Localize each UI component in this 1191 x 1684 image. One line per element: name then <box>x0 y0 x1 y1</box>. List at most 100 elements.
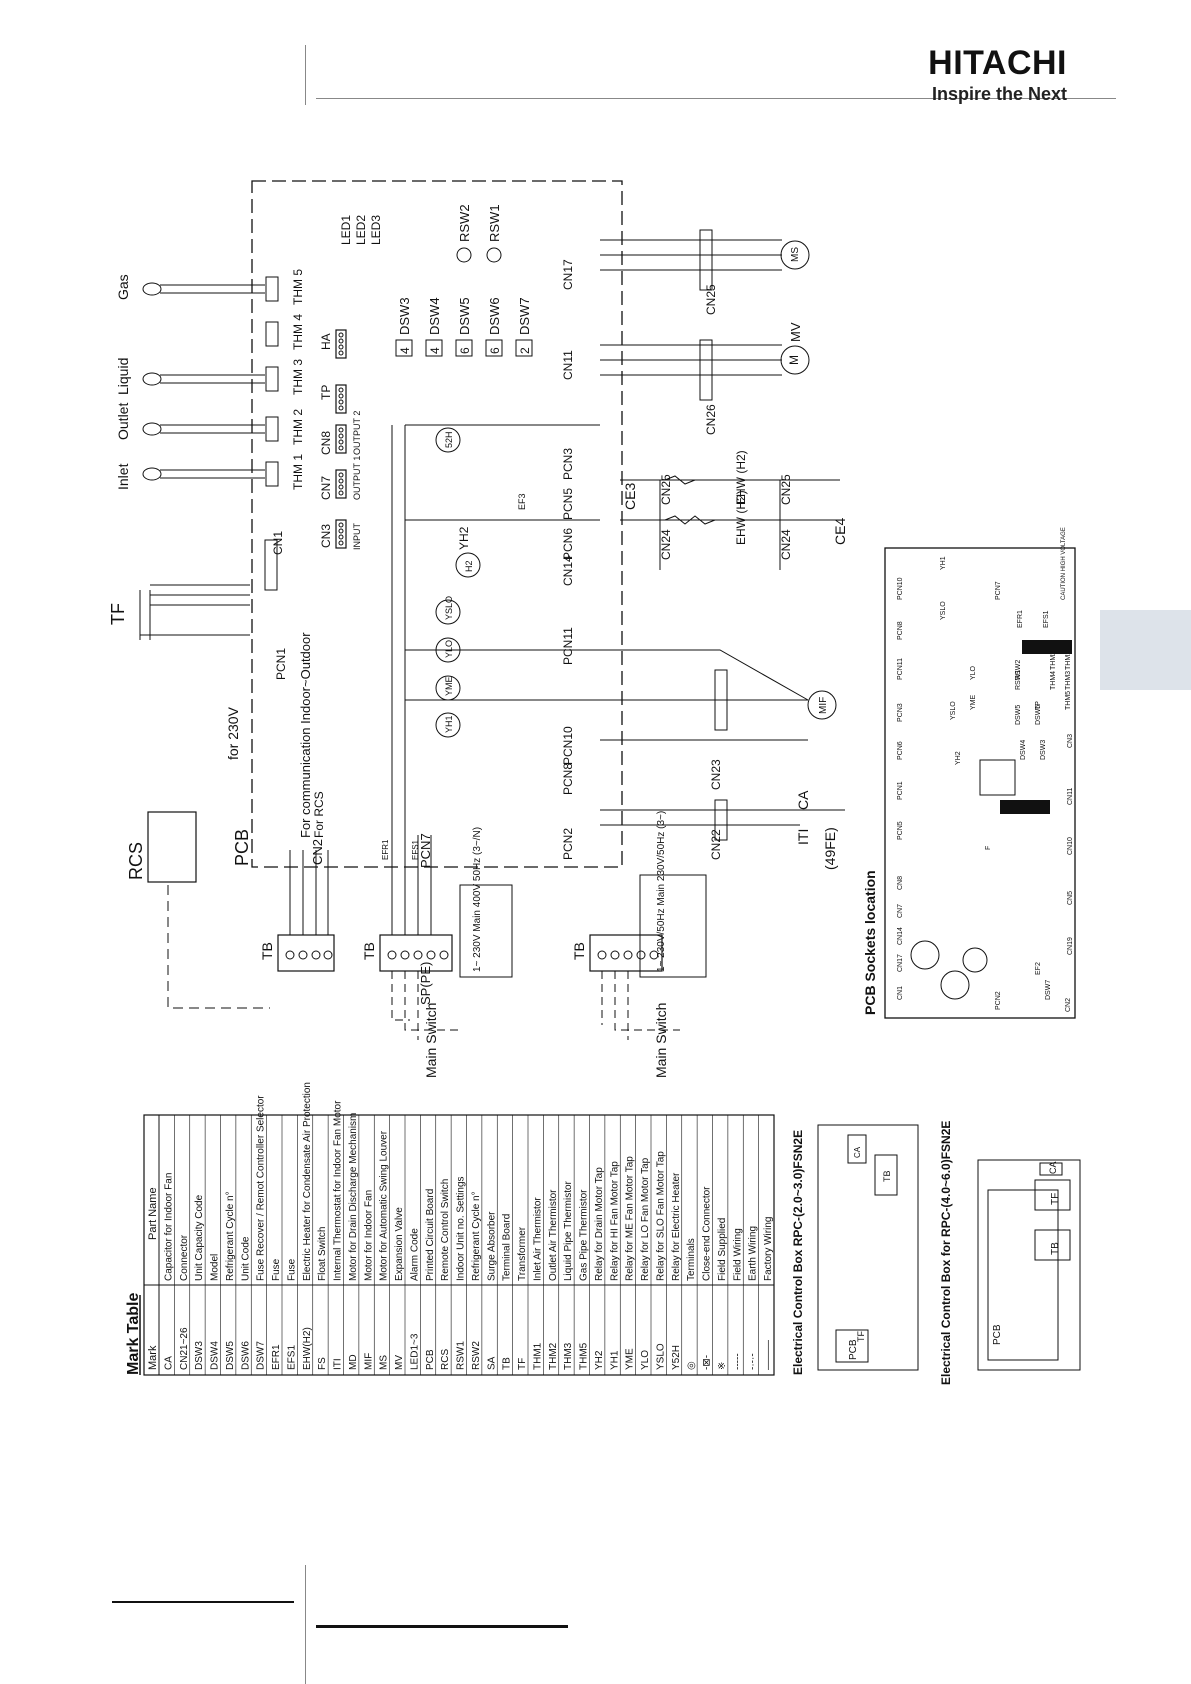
thm2-label: THM 2 <box>291 409 305 445</box>
yslo-relay: YSLO <box>444 596 454 620</box>
pcn6-label: PCN6 <box>561 528 575 560</box>
transformer-symbol <box>139 590 151 640</box>
thermistors: Inlet Outlet Liquid Gas THM 1 THM 2 THM … <box>115 269 305 490</box>
pcb-socket-label: CN3 <box>1067 734 1074 748</box>
power-field-wiring-2 <box>601 971 680 1040</box>
box2-pcb: PCB <box>992 1324 1003 1345</box>
table-cell-mark: THM2 <box>548 1342 559 1370</box>
table-cell-part: Relay for ME Fan Motor Tap <box>625 1156 636 1281</box>
table-cell-mark: RCS <box>440 1349 451 1370</box>
pcn7-label: PCN7 <box>418 833 433 868</box>
dsw3-value: 4 <box>398 347 412 354</box>
table-cell-part: Terminals <box>686 1238 697 1281</box>
pcb-socket-label: PCN3 <box>897 703 904 722</box>
pcb-label: PCB <box>232 829 252 866</box>
cn22-connector <box>714 799 728 841</box>
efr1-label: EFR1 <box>381 839 390 860</box>
tp-label: TP <box>319 385 333 400</box>
pcb-socket-label: EF2 <box>1035 962 1042 975</box>
ehw-label-1: EHW (H2) <box>734 490 748 545</box>
cn3-label: CN3 <box>319 524 333 548</box>
rcs-box <box>147 811 197 883</box>
iti-label: ITI <box>795 829 811 845</box>
pcb-socket-label: CN14 <box>897 927 904 945</box>
box2-title: Electrical Control Box for RPC-(4.0~6.0)… <box>939 1121 953 1385</box>
table-cell-part: Relay for HI Fan Motor Tap <box>609 1161 620 1281</box>
tb-power: TB <box>361 934 453 972</box>
control-box-2: Electrical Control Box for RPC-(4.0~6.0)… <box>939 1121 1081 1385</box>
pcn3-label: PCN3 <box>561 448 575 480</box>
ehw-label-2: EHW (H2) <box>734 450 748 505</box>
pcb-socket-label: YH1 <box>940 556 947 570</box>
table-cell-mark: YSLO <box>655 1343 666 1370</box>
pcb-socket-label: CN5 <box>1067 891 1074 905</box>
col-part-header: Part Name <box>147 1187 159 1240</box>
table-cell-part: Electric Heater for Condensate Air Prote… <box>302 1082 313 1281</box>
box1-tf: TF <box>856 1331 866 1342</box>
rcs-label: RCS <box>126 842 146 880</box>
main-switch-label-1: Main Switch <box>423 1003 439 1078</box>
dsw5-value: 6 <box>458 347 472 354</box>
table-cell-mark: RSW2 <box>471 1341 482 1370</box>
pcn1-label: PCN1 <box>274 648 288 680</box>
pcb-socket-label: CN7 <box>897 904 904 918</box>
pcb-socket-label: CN8 <box>897 876 904 890</box>
thm3-label: THM 3 <box>291 359 305 395</box>
pcb-socket-label: RSW1 <box>1015 670 1022 690</box>
table-cell-part: Internal Thermostat for Indoor Fan Motor <box>333 1100 344 1281</box>
pcb-socket-label: CN11 <box>1067 788 1074 805</box>
table-cell-mark: YH2 <box>594 1350 605 1370</box>
yme-relay: YME <box>444 676 454 696</box>
pcb-socket-label: EFR1 <box>1017 610 1024 628</box>
table-cell-part: Expansion Valve <box>394 1207 405 1281</box>
table-cell-part: Close-end Connector <box>702 1186 713 1281</box>
table-cell-mark: RSW1 <box>456 1341 467 1370</box>
table-cell-mark: DSW6 <box>240 1341 251 1370</box>
power-spec-box-2 <box>639 874 707 978</box>
pcb-socket-label: RSW2 <box>1015 660 1022 680</box>
table-cell-part: Earth Wiring <box>748 1226 759 1281</box>
pcb-loc-title: PCB Sockets location <box>862 870 878 1015</box>
cn24-label-b: CN24 <box>779 529 793 560</box>
output1-label: OUTPUT 1 <box>352 456 362 500</box>
header-divider <box>305 45 306 105</box>
table-cell-part: Capacitor for Indoor Fan <box>163 1173 174 1281</box>
sp-pe-label: SP(PE) <box>418 962 433 1005</box>
table-cell-part: Outlet Air Thermistor <box>548 1189 559 1281</box>
pcn5-label: PCN5 <box>561 488 575 520</box>
footer-rule-right <box>316 1625 568 1628</box>
pcb-socket-label: THM4 <box>1050 671 1057 690</box>
heaters: EHW (H2) EHW (H2) CN24 CN24 CN25 CN25 CE… <box>517 450 848 570</box>
table-cell-part: Fuse <box>286 1258 297 1281</box>
table-cell-part: Float Switch <box>317 1227 328 1281</box>
section-tab[interactable] <box>1100 610 1191 690</box>
table-cell-part: Field Wiring <box>732 1228 743 1281</box>
pcb-socket-label: PCN11 <box>897 658 904 680</box>
pcb-socket-label: PCN10 <box>897 577 904 600</box>
table-cell-mark: ◎ <box>686 1361 697 1370</box>
led3-label: LED3 <box>369 215 383 245</box>
table-cell-part: Indoor Unit no. Settings <box>456 1176 467 1281</box>
mif-label: MIF <box>818 697 829 714</box>
pcb-socket-label: DSW3 <box>1040 740 1047 760</box>
box2-ca: CA <box>1048 1161 1058 1174</box>
mark-table-title: Mark Table <box>125 1293 142 1376</box>
efs1-label: EFS1 <box>411 839 420 860</box>
pcb-socket-label: PCN5 <box>897 821 904 840</box>
output2-label: OUTPUT 2 <box>352 411 362 455</box>
cn1-connector <box>264 539 278 591</box>
hitachi-logo: HITACHI Inspire the Next <box>928 46 1067 105</box>
table-cell-mark: YH1 <box>609 1350 620 1370</box>
pcb-socket-label: TP <box>1035 701 1042 710</box>
table-cell-mark: ----- <box>732 1353 743 1370</box>
box1-pcb: PCB <box>848 1339 859 1360</box>
dsw7-value: 2 <box>518 347 532 354</box>
pcb-socket-label: YSLO <box>940 601 947 620</box>
pcb-socket-label: PCN8 <box>897 621 904 640</box>
table-cell-part: Connector <box>179 1234 190 1281</box>
pcn2-label: PCN2 <box>561 828 575 860</box>
cn24-label-a: CN24 <box>659 529 673 560</box>
table-cell-mark: SA <box>486 1356 497 1370</box>
